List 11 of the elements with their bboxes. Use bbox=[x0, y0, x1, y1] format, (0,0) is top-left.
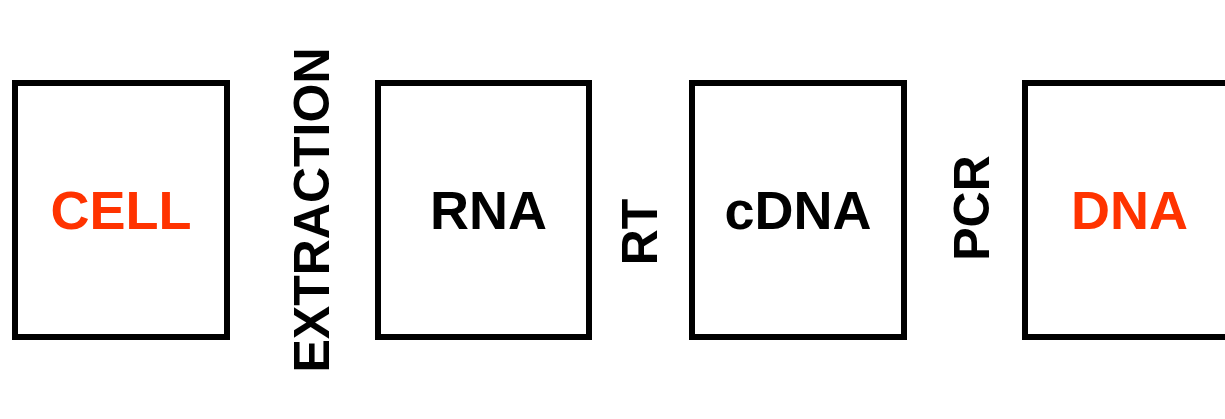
process-box bbox=[1022, 80, 1225, 340]
step-label: RT bbox=[611, 198, 669, 266]
process-box bbox=[375, 80, 592, 340]
step-label: EXTRACTION bbox=[283, 47, 341, 373]
node-label: RNA bbox=[430, 179, 547, 241]
node-label: cDNA bbox=[724, 179, 872, 241]
step-label: PCR bbox=[943, 155, 1001, 261]
process-box bbox=[12, 80, 230, 340]
process-box bbox=[689, 80, 907, 340]
node-label: DNA bbox=[1071, 179, 1188, 241]
node-label: CELL bbox=[50, 179, 192, 241]
